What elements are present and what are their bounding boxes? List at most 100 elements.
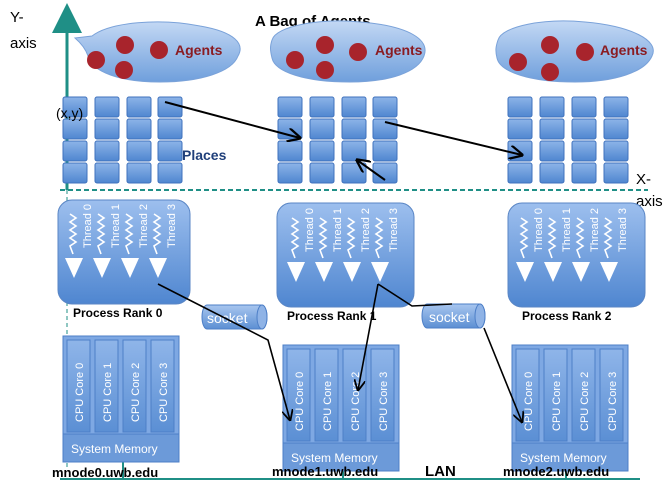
thread-label: Thread 3 — [166, 204, 178, 248]
thread-arrowhead — [343, 262, 361, 282]
agent-dot — [541, 36, 559, 54]
place-column — [571, 96, 597, 184]
thread: Thread 1 — [544, 208, 573, 282]
thread: Thread 3 — [600, 208, 629, 282]
place-cell — [62, 140, 88, 162]
place-column — [539, 96, 565, 184]
thread-wave — [152, 213, 162, 255]
thread-label: Thread 2 — [138, 204, 150, 248]
place-cell — [507, 118, 533, 140]
place-cell — [571, 162, 597, 184]
agent-dot — [576, 43, 594, 61]
thread-wave — [346, 217, 356, 259]
coordinate-label: (x,y) — [56, 105, 83, 121]
system-memory-label: System Memory — [71, 442, 158, 456]
place-cell — [157, 140, 183, 162]
place-column — [126, 96, 152, 184]
y-axis-label-line1: Y- — [10, 9, 24, 26]
agents-label: Agents — [175, 42, 223, 58]
thread-label: Thread 0 — [82, 204, 94, 248]
thread-arrowhead — [65, 258, 83, 278]
process-rank-0: Process Rank 0 — [57, 199, 191, 320]
place-cell — [539, 118, 565, 140]
place-cell — [277, 96, 303, 118]
thread-arrowhead — [544, 262, 562, 282]
agent-dot — [115, 61, 133, 79]
place-cell — [539, 162, 565, 184]
place-column — [62, 96, 88, 184]
place-cell — [309, 162, 335, 184]
cpu-core-label: CPU Core 0 — [74, 363, 86, 422]
thread-label: Thread 3 — [617, 208, 629, 252]
place-cell — [341, 140, 367, 162]
thread: Thread 0 — [287, 208, 316, 282]
thread: Thread 1 — [315, 208, 344, 282]
node-hostname: mnode0.uwb.edu — [52, 465, 158, 480]
process-rank-label: Process Rank 0 — [73, 306, 163, 320]
cpu-core — [314, 348, 339, 442]
process-rank-label: Process Rank 1 — [287, 309, 377, 323]
thread-wave — [603, 217, 613, 259]
cpu-core — [342, 348, 367, 442]
thread: Thread 3 — [149, 204, 178, 278]
cpu-core-label: CPU Core 3 — [158, 363, 170, 422]
system-memory-label: System Memory — [520, 451, 607, 465]
mapping-arrow — [157, 283, 290, 420]
x-axis-label-line2: axis — [636, 193, 663, 210]
thread-wave — [124, 213, 134, 255]
place-cell — [94, 118, 120, 140]
agent-dot — [116, 36, 134, 54]
agent-dot — [87, 51, 105, 69]
mapping-arrow — [358, 283, 379, 390]
place-cell — [309, 96, 335, 118]
place-cell — [94, 96, 120, 118]
place-column — [603, 96, 629, 184]
migration-arrows — [164, 101, 522, 181]
migration-arrow — [164, 101, 300, 138]
migration-arrow — [384, 121, 522, 155]
cpu-core — [66, 339, 91, 433]
system-memory — [282, 442, 400, 472]
agent-dot — [541, 63, 559, 81]
thread-wave — [318, 217, 328, 259]
thread-wave — [374, 217, 384, 259]
thread-label: Thread 1 — [110, 204, 122, 248]
thread-arrowhead — [315, 262, 333, 282]
agent-dot — [349, 43, 367, 61]
place-column — [372, 96, 398, 184]
thread-arrowhead — [572, 262, 590, 282]
place-cell — [341, 162, 367, 184]
agent-dot — [150, 41, 168, 59]
place-cell — [571, 118, 597, 140]
place-cell — [62, 96, 88, 118]
thread-arrowhead — [600, 262, 618, 282]
thread-arrowhead — [93, 258, 111, 278]
node-hostname: mnode2.uwb.edu — [503, 464, 609, 479]
system-memory — [62, 433, 180, 463]
migration-arrow — [357, 160, 386, 181]
thread: Thread 2 — [121, 204, 150, 278]
thread-label: Thread 2 — [360, 208, 372, 252]
thread-wave — [575, 217, 585, 259]
place-column — [94, 96, 120, 184]
place-cell — [62, 162, 88, 184]
cpu-core-label: CPU Core 3 — [378, 372, 390, 431]
thread-label: Thread 0 — [533, 208, 545, 252]
cpu-core — [150, 339, 175, 433]
x-axis-label-line1: X- — [636, 171, 651, 188]
agent-dot — [316, 36, 334, 54]
cpu-core-label: CPU Core 2 — [579, 372, 591, 431]
cpu-core — [122, 339, 147, 433]
place-cell — [126, 118, 152, 140]
place-cell — [309, 118, 335, 140]
mapping-arrow — [483, 327, 522, 422]
thread: Thread 0 — [65, 204, 94, 278]
place-cell — [277, 140, 303, 162]
place-cell — [277, 162, 303, 184]
thread-arrowhead — [287, 262, 305, 282]
cpu-core — [94, 339, 119, 433]
thread: Thread 3 — [371, 208, 400, 282]
